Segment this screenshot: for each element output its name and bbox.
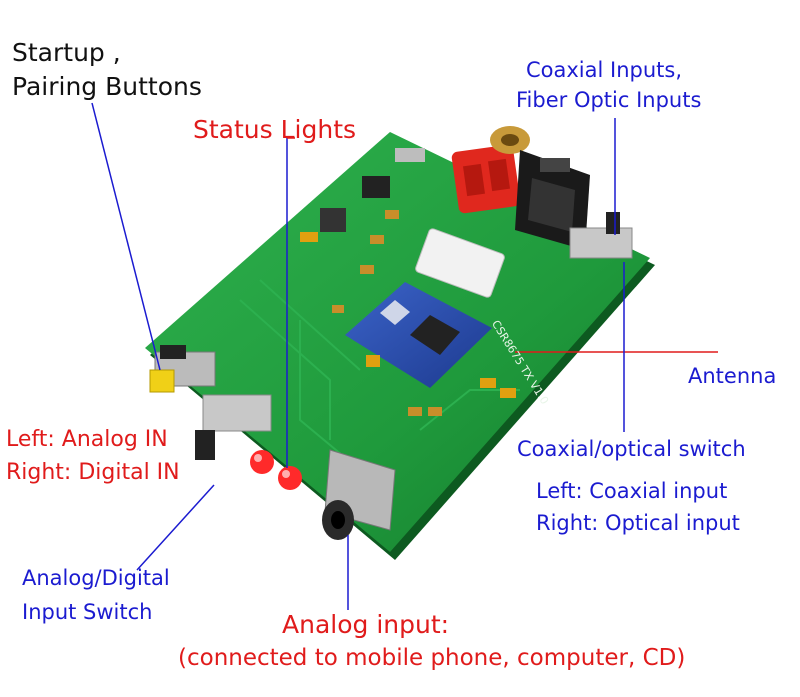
switch-left-label: Left: Coaxial input [536, 479, 728, 503]
coaxial-optical-switch-label: Coaxial/optical switch [517, 437, 746, 461]
analog-digital-switch [195, 394, 272, 460]
coaxial-inputs-label-line2: Fiber Optic Inputs [516, 88, 702, 112]
bluetooth-module [345, 282, 492, 388]
smd-components [300, 148, 516, 416]
coax-optical-switch [569, 212, 633, 259]
optical-jack [515, 150, 590, 250]
callout-lines [91, 102, 718, 610]
analog-digital-switch-label-line2: Input Switch [22, 600, 153, 624]
left-analog-label: Left: Analog IN [6, 427, 168, 452]
pairing-button [149, 345, 216, 393]
white-connector [415, 228, 505, 298]
analog-input-label-line2: (connected to mobile phone, computer, CD… [178, 645, 686, 671]
analog-audio-jack [322, 449, 396, 540]
switch-right-label: Right: Optical input [536, 511, 740, 535]
startup-label-line2: Pairing Buttons [12, 72, 202, 101]
status-leds [250, 450, 302, 490]
right-digital-label: Right: Digital IN [6, 460, 180, 485]
startup-label-line1: Startup , [12, 38, 121, 67]
status-lights-label: Status Lights [193, 115, 357, 144]
coaxial-inputs-label-line1: Coaxial Inputs, [526, 58, 683, 82]
analog-input-label-line1: Analog input: [282, 610, 450, 639]
coaxial-jack [451, 126, 530, 214]
analog-digital-switch-label-line1: Analog/Digital [22, 566, 170, 590]
antenna-label: Antenna [688, 364, 777, 388]
